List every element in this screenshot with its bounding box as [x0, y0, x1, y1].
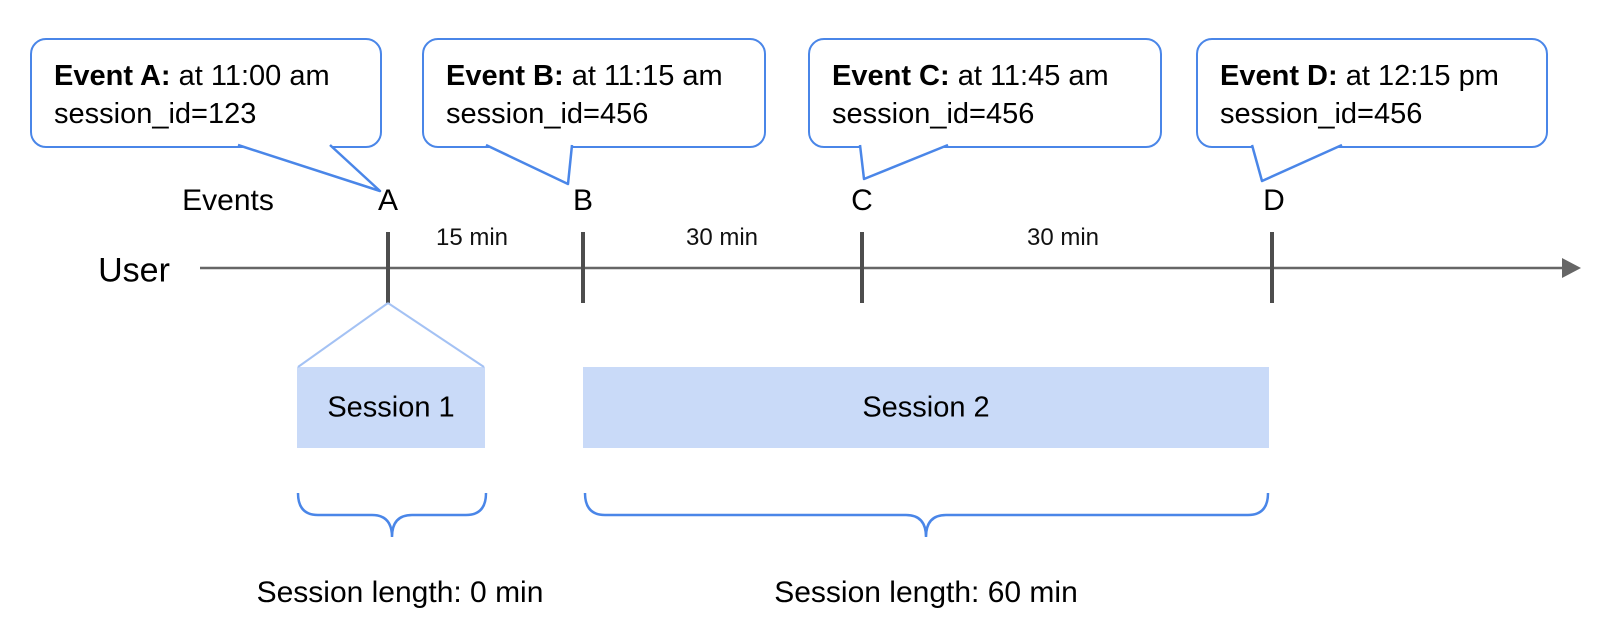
session-2-length-label: Session length: 60 min [774, 576, 1078, 609]
bubble-a-session-id: session_id=123 [54, 98, 257, 130]
speech-bubble-event-c: Event C: at 11:45 am session_id=456 [808, 38, 1162, 148]
bubble-b-title: Event B: [446, 60, 564, 92]
gap-label-a-b: 15 min [435, 224, 509, 251]
bubble-b-time: at 11:15 am [563, 60, 723, 92]
session-2-box [583, 367, 1269, 448]
event-letter-d: D [1263, 184, 1285, 217]
session-1-fan-line-left [297, 302, 389, 368]
bubble-b-line1: Event B: at 11:15 am [446, 57, 754, 95]
bubble-c-time: at 11:45 am [949, 60, 1109, 92]
speech-bubble-event-d: Event D: at 12:15 pm session_id=456 [1196, 38, 1548, 148]
session-2-brace [583, 492, 1270, 538]
bubble-tail-c [858, 143, 949, 181]
timeline-arrowhead-icon [1562, 258, 1581, 278]
session-1-label: Session 1 [327, 391, 455, 424]
bubble-d-session-id: session_id=456 [1220, 98, 1423, 130]
events-axis-caption: Events [182, 184, 274, 217]
bubble-d-title: Event D: [1220, 60, 1338, 92]
gap-label-c-d: 30 min [1026, 224, 1100, 251]
speech-bubble-event-b: Event B: at 11:15 am session_id=456 [422, 38, 766, 148]
session-1-box [297, 367, 485, 448]
bubble-b-session-id: session_id=456 [446, 98, 649, 130]
bubble-tail-d [1250, 143, 1343, 183]
session-1-fan-line-right [387, 302, 485, 368]
event-letter-b: B [572, 184, 594, 217]
session-1-length-label: Session length: 0 min [256, 576, 544, 609]
bubble-tail-b [485, 143, 574, 186]
bubble-c-session-id: session_id=456 [832, 98, 1035, 130]
user-axis-label: User [98, 251, 170, 290]
session-1-brace [296, 492, 488, 538]
gap-label-b-c: 30 min [685, 224, 759, 251]
bubble-d-line1: Event D: at 12:15 pm [1220, 57, 1536, 95]
bubble-c-line1: Event C: at 11:45 am [832, 57, 1150, 95]
event-letter-a: A [377, 184, 399, 217]
event-letter-c: C [851, 184, 873, 217]
bubble-a-line1: Event A: at 11:00 am [54, 57, 370, 95]
session-2-label: Session 2 [862, 391, 990, 424]
bubble-c-title: Event C: [832, 60, 950, 92]
speech-bubble-event-a: Event A: at 11:00 am session_id=123 [30, 38, 382, 148]
bubble-a-time: at 11:00 am [170, 60, 330, 92]
bubble-a-title: Event A: [54, 60, 171, 92]
bubble-d-time: at 12:15 pm [1337, 60, 1499, 92]
